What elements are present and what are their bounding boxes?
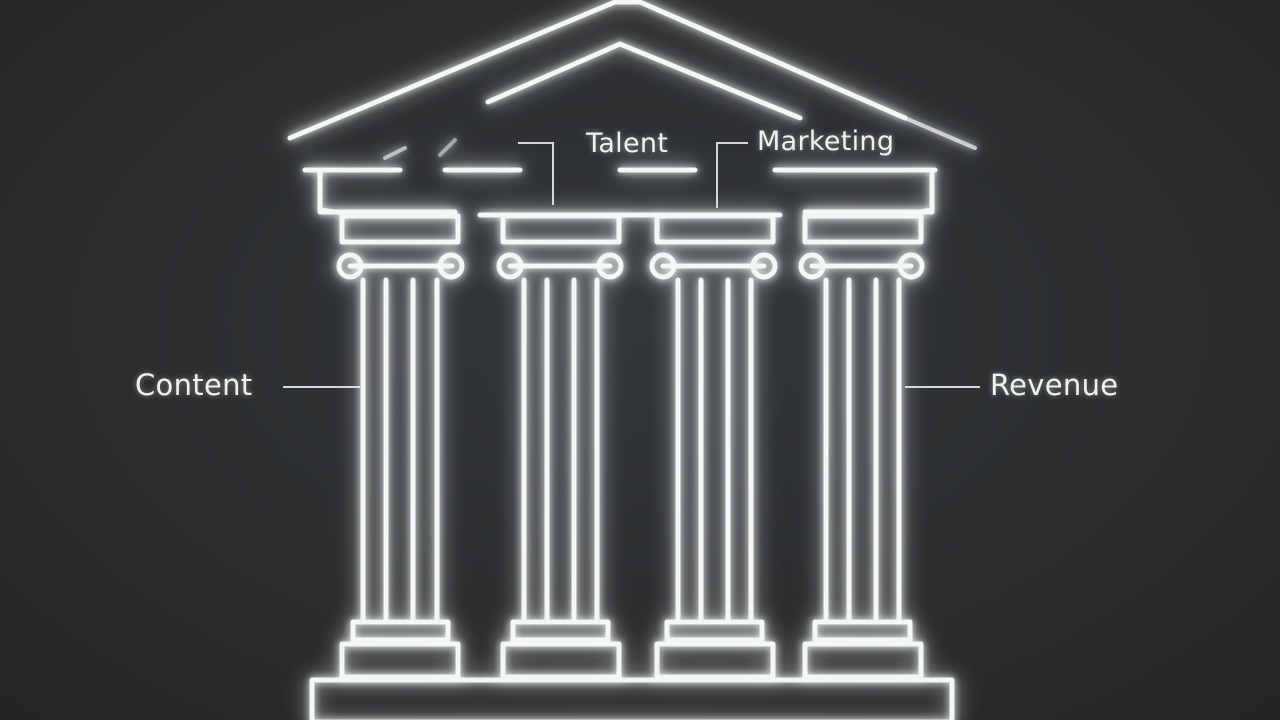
roof — [287, 0, 977, 160]
marketing-label: Marketing — [757, 126, 895, 157]
column-3 — [649, 213, 778, 680]
leader-lines — [283, 142, 980, 388]
talent-leader-line — [518, 142, 554, 205]
column-4 — [798, 213, 925, 680]
temple-base — [309, 677, 955, 720]
marketing-leader-line — [716, 142, 748, 208]
content-label: Content — [135, 368, 253, 402]
talent-label: Talent — [586, 128, 669, 159]
entablature — [302, 167, 938, 218]
revenue-label: Revenue — [990, 368, 1119, 402]
column-2 — [496, 213, 624, 680]
column-1 — [336, 213, 465, 680]
